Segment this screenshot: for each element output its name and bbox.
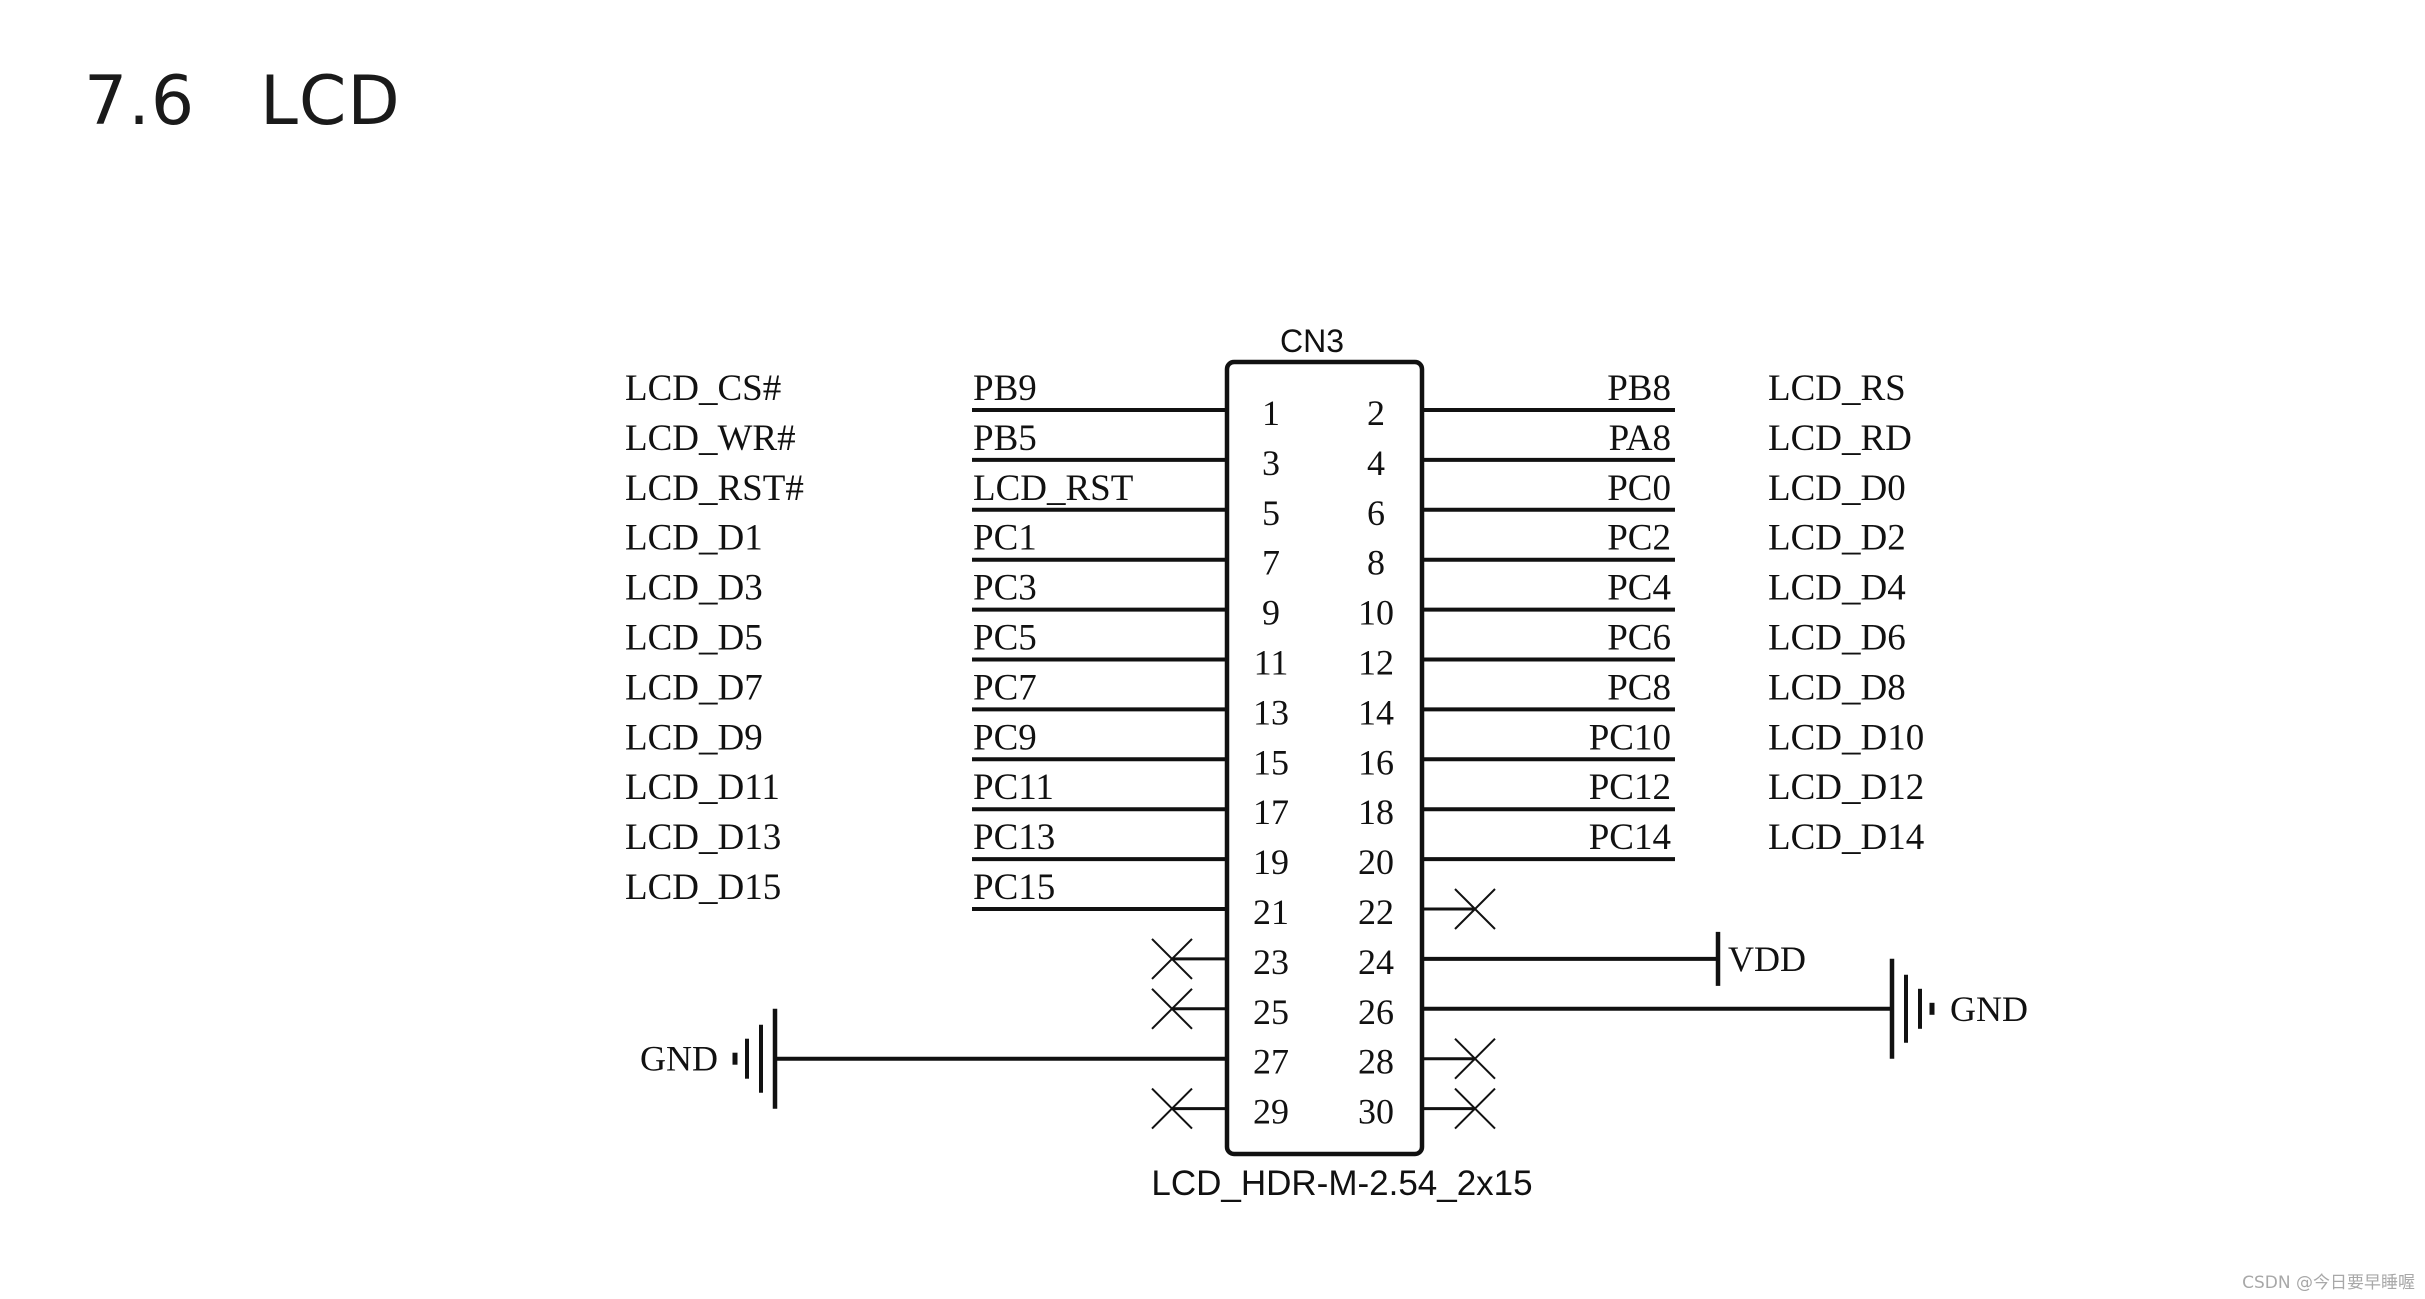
- no-connect-icon: [1151, 988, 1193, 1030]
- pin-number: 14: [1358, 692, 1394, 732]
- net-label: PC2: [1607, 518, 1671, 559]
- pins-layer: 1PB9LCD_CS#3PB5LCD_WR#5LCD_RSTLCD_RST#7P…: [625, 368, 2028, 1132]
- pin-number: 26: [1358, 992, 1394, 1032]
- pin-number: 22: [1358, 892, 1394, 932]
- net-label: PC12: [1589, 767, 1671, 808]
- net-label: PC1: [973, 518, 1037, 559]
- signal-label: LCD_D10: [1768, 717, 1924, 758]
- signal-label: LCD_D13: [625, 817, 781, 858]
- no-connect-stroke: [1454, 888, 1496, 930]
- pin-number: 20: [1358, 842, 1394, 882]
- pin-number: 17: [1253, 792, 1289, 832]
- signal-label: LCD_D9: [625, 717, 763, 758]
- no-connect-icon: [1454, 888, 1496, 930]
- net-label: PC4: [1607, 568, 1671, 609]
- net-label: PC6: [1607, 618, 1671, 659]
- signal-label: LCD_WR#: [625, 418, 796, 459]
- signal-label: LCD_D11: [625, 767, 780, 808]
- signal-label: LCD_D15: [625, 867, 781, 908]
- signal-label: LCD_D0: [1768, 468, 1906, 509]
- pin-number: 13: [1253, 692, 1289, 732]
- watermark: CSDN @今日要早睡喔: [2242, 1273, 2415, 1293]
- signal-label: LCD_D1: [625, 518, 763, 559]
- net-label: PC7: [973, 667, 1037, 708]
- signal-label: LCD_CS#: [625, 368, 781, 409]
- no-connect-stroke: [1151, 938, 1193, 980]
- signal-label: LCD_D7: [625, 667, 763, 708]
- no-connect-icon: [1454, 1037, 1496, 1080]
- section-heading: 7.6 LCD: [84, 62, 401, 141]
- signal-label: LCD_D4: [1768, 568, 1906, 609]
- pin-number: 6: [1367, 493, 1385, 533]
- net-label: PC15: [973, 867, 1055, 908]
- net-label: PC3: [973, 568, 1037, 609]
- connector-footprint: LCD_HDR-M-2.54_2x15: [1151, 1164, 1532, 1203]
- signal-label: LCD_D6: [1768, 618, 1906, 659]
- pin-number: 28: [1358, 1042, 1394, 1082]
- net-label: PA8: [1609, 418, 1671, 459]
- ground-icon: [732, 1008, 778, 1109]
- pin-number: 18: [1358, 792, 1394, 832]
- power-label: VDD: [1728, 939, 1806, 979]
- pin-number: 12: [1358, 643, 1394, 683]
- pin-number: 7: [1262, 543, 1280, 583]
- no-connect-stroke: [1151, 1087, 1193, 1130]
- pin-number: 25: [1253, 992, 1289, 1032]
- pin-number: 30: [1358, 1092, 1394, 1132]
- pin-number: 11: [1254, 643, 1289, 683]
- power-label: GND: [1950, 989, 2028, 1029]
- net-label: PC10: [1589, 717, 1671, 758]
- pin-number: 24: [1358, 942, 1394, 982]
- signal-label: LCD_RS: [1768, 368, 1906, 409]
- section-number: 7.6: [84, 62, 196, 141]
- pin-number: 27: [1253, 1042, 1289, 1082]
- net-label: PC13: [973, 817, 1055, 858]
- pin-number: 10: [1358, 593, 1394, 633]
- pin-number: 3: [1262, 443, 1280, 483]
- signal-label: LCD_D3: [625, 568, 763, 609]
- pin-number: 8: [1367, 543, 1385, 583]
- pin-number: 9: [1262, 593, 1280, 633]
- net-label: PC11: [973, 767, 1054, 808]
- pin-number: 23: [1253, 942, 1289, 982]
- no-connect-icon: [1454, 1087, 1496, 1130]
- no-connect-icon: [1151, 938, 1193, 980]
- pin-number: 29: [1253, 1092, 1289, 1132]
- net-label: LCD_RST: [973, 468, 1133, 509]
- signal-label: LCD_D2: [1768, 518, 1906, 559]
- section-title: LCD: [260, 62, 401, 141]
- signal-label: LCD_D14: [1768, 817, 1924, 858]
- pin-number: 21: [1253, 892, 1289, 932]
- no-connect-icon: [1151, 1087, 1193, 1130]
- net-label: PB9: [973, 368, 1037, 409]
- net-label: PB5: [973, 418, 1037, 459]
- signal-label: LCD_D12: [1768, 767, 1924, 808]
- pin-number: 4: [1367, 443, 1385, 483]
- pin-number: 2: [1367, 393, 1385, 433]
- pin-number: 19: [1253, 842, 1289, 882]
- pin-number: 16: [1358, 742, 1394, 782]
- signal-label: LCD_D8: [1768, 667, 1906, 708]
- ground-icon: [1889, 958, 1935, 1059]
- connector-refdes: CN3: [1280, 323, 1344, 359]
- pin-number: 15: [1253, 742, 1289, 782]
- signal-label: LCD_RD: [1768, 418, 1912, 459]
- signal-label: LCD_RST#: [625, 468, 804, 509]
- signal-label: LCD_D5: [625, 618, 763, 659]
- net-label: PC9: [973, 717, 1037, 758]
- pin-number: 1: [1262, 393, 1280, 433]
- no-connect-stroke: [1454, 1087, 1496, 1130]
- net-label: PC8: [1607, 667, 1671, 708]
- power-label: GND: [640, 1039, 718, 1079]
- pin-number: 5: [1262, 493, 1280, 533]
- net-label: PC0: [1607, 468, 1671, 509]
- net-label: PB8: [1607, 368, 1671, 409]
- net-label: PC5: [973, 618, 1037, 659]
- net-label: PC14: [1589, 817, 1671, 858]
- no-connect-stroke: [1151, 988, 1193, 1030]
- no-connect-stroke: [1454, 1037, 1496, 1080]
